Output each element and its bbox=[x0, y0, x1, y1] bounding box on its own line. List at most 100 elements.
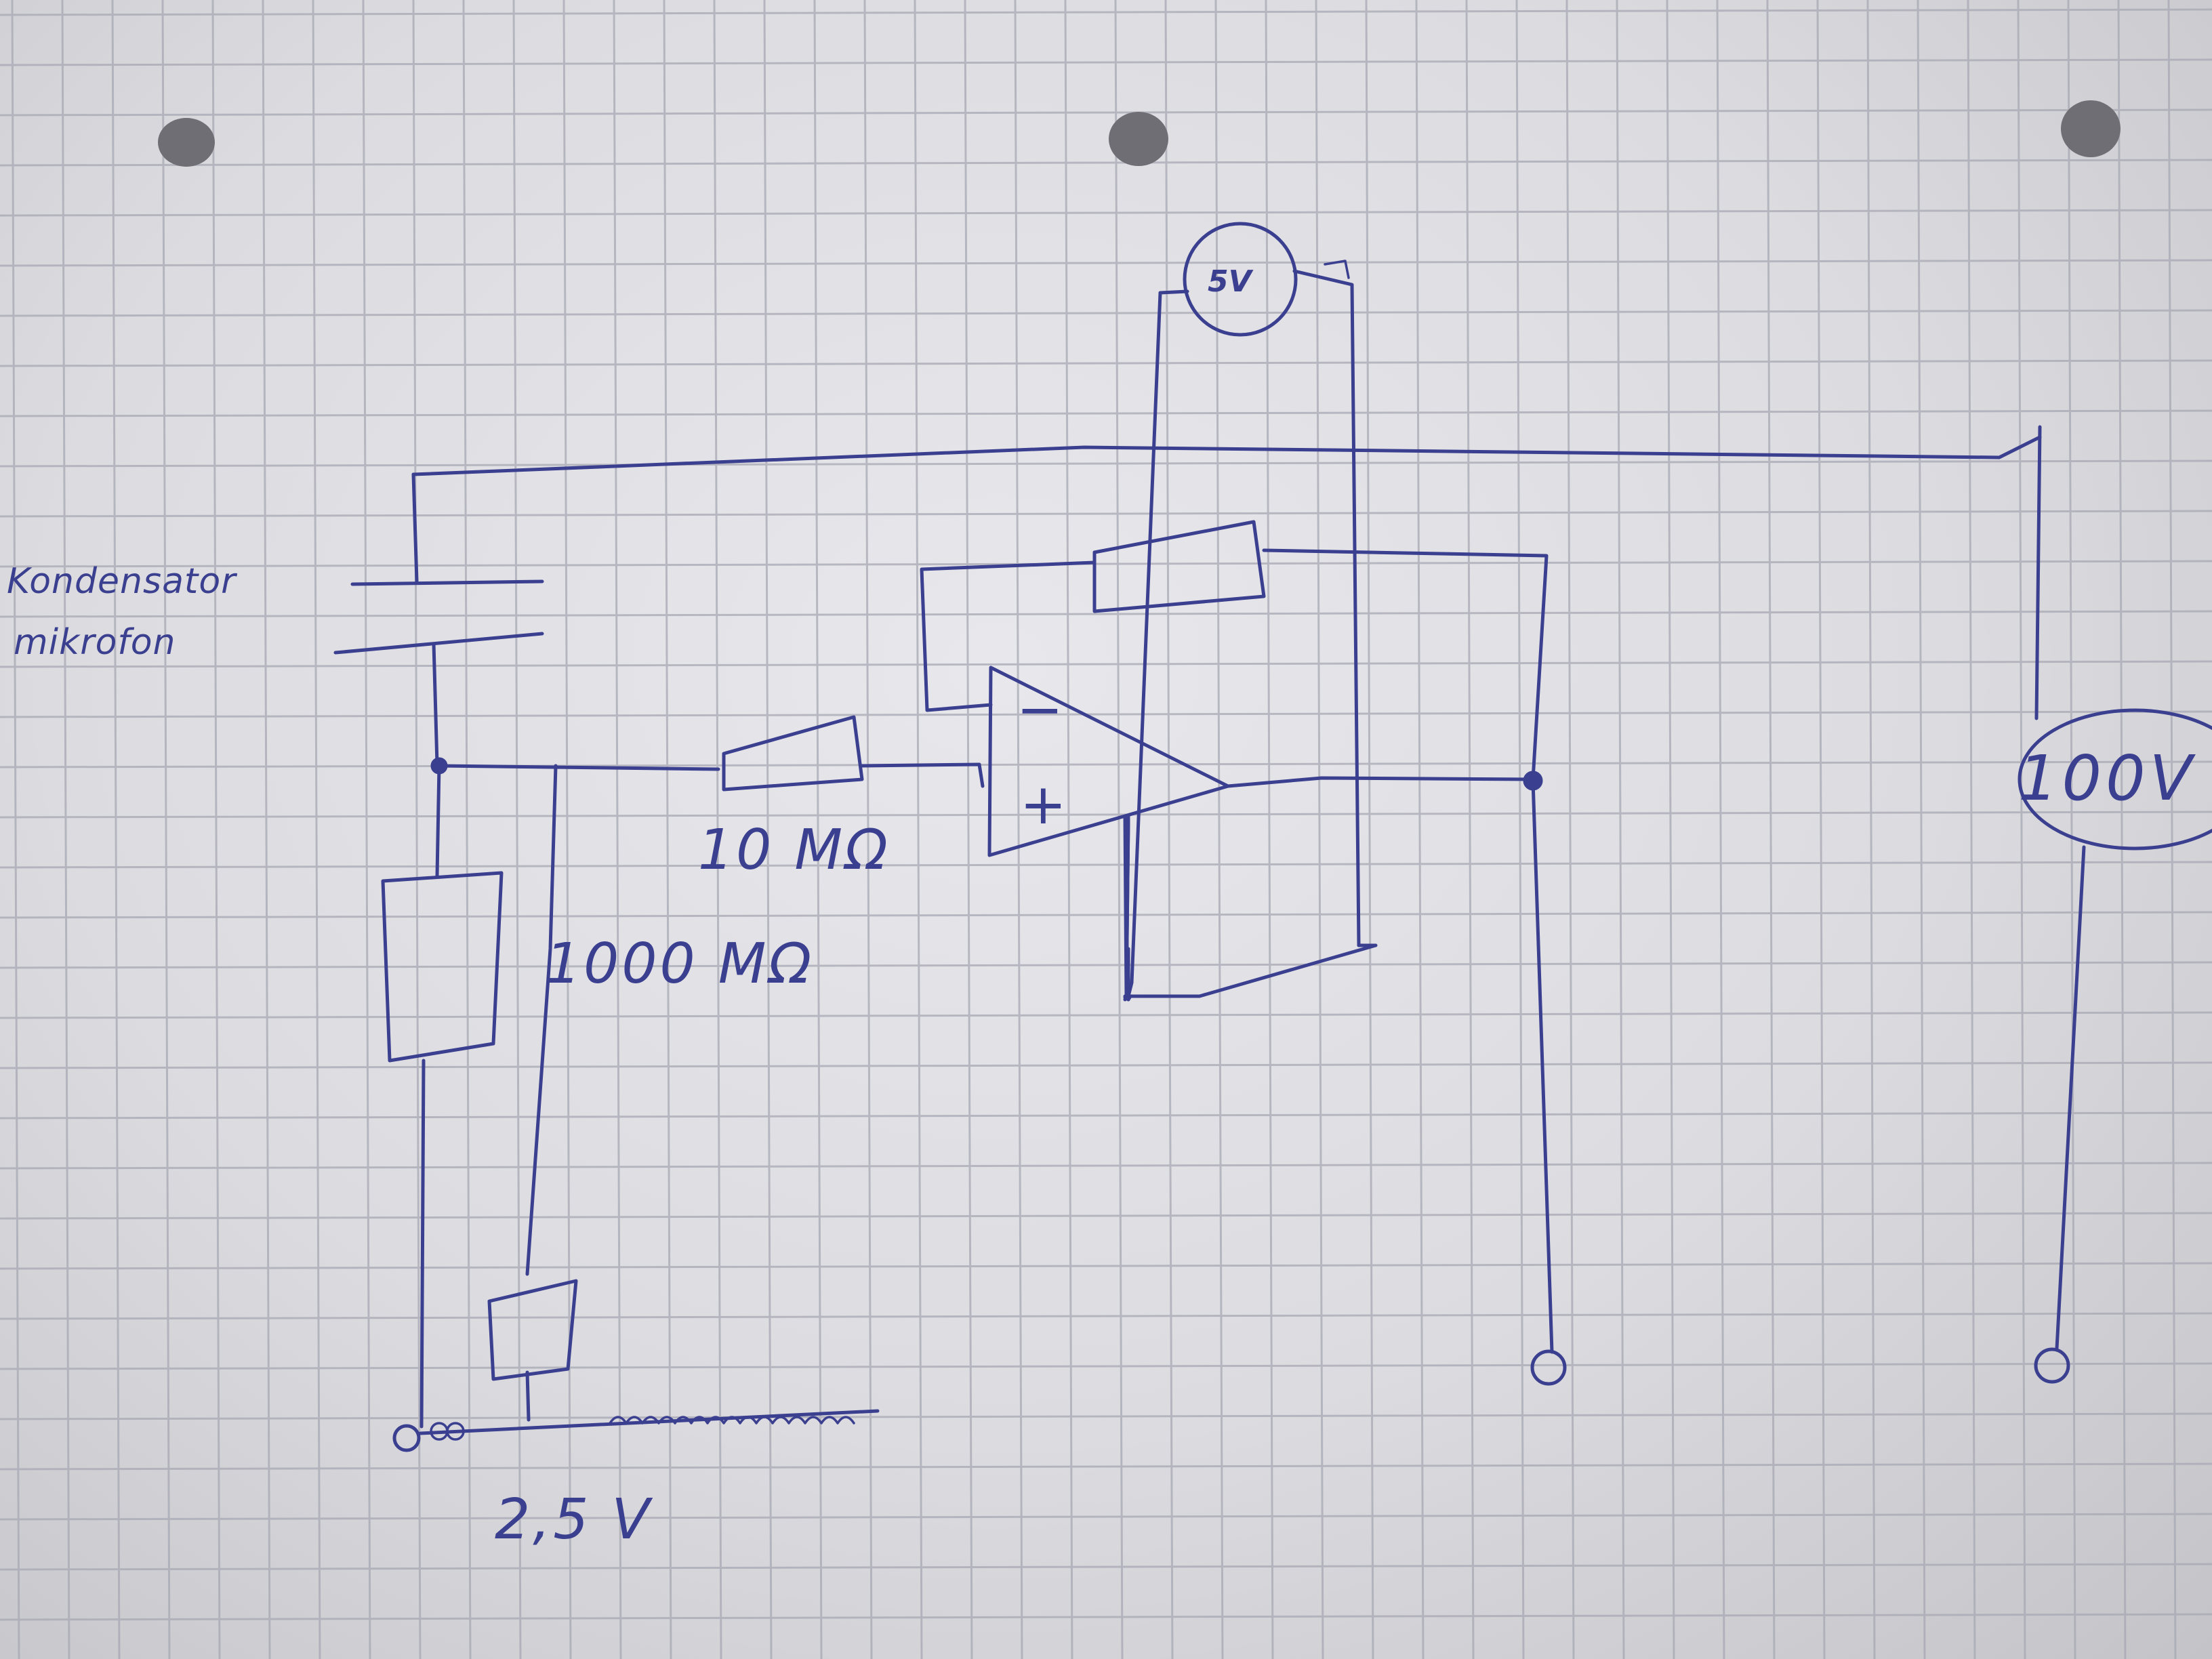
wire-resistor-to-ground bbox=[419, 1059, 426, 1429]
label-10M-ohm: 10 MΩ bbox=[698, 818, 890, 882]
grid-line-horizontal bbox=[0, 1312, 2212, 1320]
grid-line-vertical bbox=[2167, 0, 2177, 1659]
resistor-10M bbox=[722, 715, 864, 792]
grid-line-horizontal bbox=[0, 1613, 2212, 1621]
grid-line-horizontal bbox=[0, 861, 2212, 869]
grid-line-vertical bbox=[1515, 0, 1525, 1659]
grid-line-vertical bbox=[863, 0, 873, 1659]
ground-terminal-left bbox=[392, 1424, 421, 1452]
grid-line-vertical bbox=[2017, 0, 2026, 1659]
grid-line-horizontal bbox=[0, 710, 2212, 718]
grid-line-vertical bbox=[362, 0, 371, 1659]
grid-line-vertical bbox=[1716, 0, 1725, 1659]
grid-line-vertical bbox=[161, 0, 171, 1659]
grid-line-vertical bbox=[512, 0, 522, 1659]
grid-line-horizontal bbox=[0, 1111, 2212, 1120]
label-condenser-mic-line1: Kondensator bbox=[7, 561, 238, 602]
grid-line-horizontal bbox=[0, 1362, 2212, 1370]
operational-amplifier bbox=[987, 665, 1535, 857]
label-condenser-mic-line2: mikrofon bbox=[14, 622, 176, 663]
grid-line-vertical bbox=[1214, 0, 1224, 1659]
grid-line-vertical bbox=[1114, 0, 1124, 1659]
grid-line-vertical bbox=[1415, 0, 1425, 1659]
grid-line-vertical bbox=[964, 0, 973, 1659]
supply-5v-source bbox=[1183, 222, 1350, 337]
capacitor-plate-top bbox=[350, 579, 544, 586]
label-100V: 100V bbox=[2018, 742, 2196, 815]
resistor-left bbox=[381, 871, 504, 1063]
wire-bias-branch bbox=[525, 764, 558, 1276]
output-terminal bbox=[1530, 1349, 1567, 1386]
grid-line-vertical bbox=[713, 0, 722, 1659]
grid-line-vertical bbox=[111, 0, 121, 1659]
ground-bus-line bbox=[418, 1409, 880, 1435]
grid-line-horizontal bbox=[0, 1563, 2212, 1571]
grid-line-vertical bbox=[1816, 0, 1826, 1659]
wire-5v-right bbox=[1292, 269, 1361, 947]
wire-mic-to-node bbox=[432, 642, 439, 766]
grid-line-horizontal bbox=[0, 8, 2212, 16]
grid-line-vertical bbox=[1014, 0, 1023, 1659]
grid-line-horizontal bbox=[0, 610, 2212, 618]
wire-input-line bbox=[437, 764, 720, 771]
grid-line-horizontal bbox=[0, 1412, 2212, 1420]
punch-holes bbox=[158, 100, 2121, 167]
grid-line-vertical bbox=[763, 0, 773, 1659]
grid-line-horizontal bbox=[0, 510, 2212, 518]
wire-node-to-resistor bbox=[435, 764, 441, 878]
grid-line-horizontal bbox=[0, 58, 2212, 66]
grid-line-horizontal bbox=[0, 1061, 2212, 1069]
resistor-bias-small bbox=[487, 1279, 578, 1381]
grid-line-vertical bbox=[1265, 0, 1274, 1659]
grid-line-vertical bbox=[2117, 0, 2127, 1659]
grid-line-vertical bbox=[1465, 0, 1475, 1659]
grid-line-vertical bbox=[1164, 0, 1174, 1659]
grid-line-vertical bbox=[1616, 0, 1625, 1659]
wire-bottom-return bbox=[1123, 815, 1378, 998]
grid-line-horizontal bbox=[0, 1513, 2212, 1521]
grid-line-vertical bbox=[1365, 0, 1374, 1659]
supply-100v-source bbox=[2018, 708, 2212, 851]
wire-output-down bbox=[1531, 779, 1554, 1354]
grid-line-horizontal bbox=[0, 1212, 2212, 1220]
wire-bias-to-ground bbox=[525, 1370, 531, 1422]
wire-100v-top bbox=[2034, 425, 2042, 720]
grid-line-horizontal bbox=[0, 159, 2212, 167]
wire-feedback-right bbox=[1262, 548, 1549, 781]
grid-line-vertical bbox=[11, 0, 20, 1659]
supply-5v-circle bbox=[1183, 222, 1298, 337]
terminal-100v bbox=[2034, 1347, 2070, 1384]
capacitor-plate-bottom bbox=[333, 632, 544, 655]
wire-rail-left-drop bbox=[411, 472, 419, 583]
grid-line-horizontal bbox=[0, 108, 2212, 117]
grid-line-vertical bbox=[1766, 0, 1776, 1659]
grid-line-vertical bbox=[1967, 0, 1976, 1659]
grid-line-vertical bbox=[1064, 0, 1073, 1659]
grid-line-horizontal bbox=[0, 1011, 2212, 1019]
supply-5v-terminal-mark bbox=[1324, 260, 1350, 279]
grid-line-vertical bbox=[613, 0, 622, 1659]
grid-line-horizontal bbox=[0, 409, 2212, 417]
grid-line-vertical bbox=[1565, 0, 1575, 1659]
grid-line-horizontal bbox=[0, 459, 2212, 468]
grid-line-horizontal bbox=[0, 209, 2212, 217]
punch-hole-right bbox=[2061, 100, 2121, 157]
grid-line-horizontal bbox=[0, 961, 2212, 969]
grid-line-vertical bbox=[412, 0, 422, 1659]
wire-top-rail bbox=[411, 435, 2042, 476]
punch-hole-center bbox=[1109, 112, 1168, 166]
label-opamp-minus: − bbox=[1017, 678, 1066, 742]
grid-line-vertical bbox=[813, 0, 823, 1659]
label-opamp-plus: + bbox=[1020, 773, 1069, 837]
ground-bus-hatching bbox=[609, 1416, 855, 1425]
label-2-5V: 2,5 V bbox=[495, 1488, 653, 1552]
grid-line-vertical bbox=[914, 0, 923, 1659]
punch-hole-left bbox=[158, 118, 215, 167]
grid-line-horizontal bbox=[0, 359, 2212, 367]
opamp-output-line bbox=[1226, 776, 1535, 788]
grid-line-vertical bbox=[211, 0, 221, 1659]
supply-100v-ellipse bbox=[2018, 708, 2212, 851]
label-1000M-ohm: 1000 MΩ bbox=[546, 932, 814, 996]
grid-line-vertical bbox=[562, 0, 572, 1659]
